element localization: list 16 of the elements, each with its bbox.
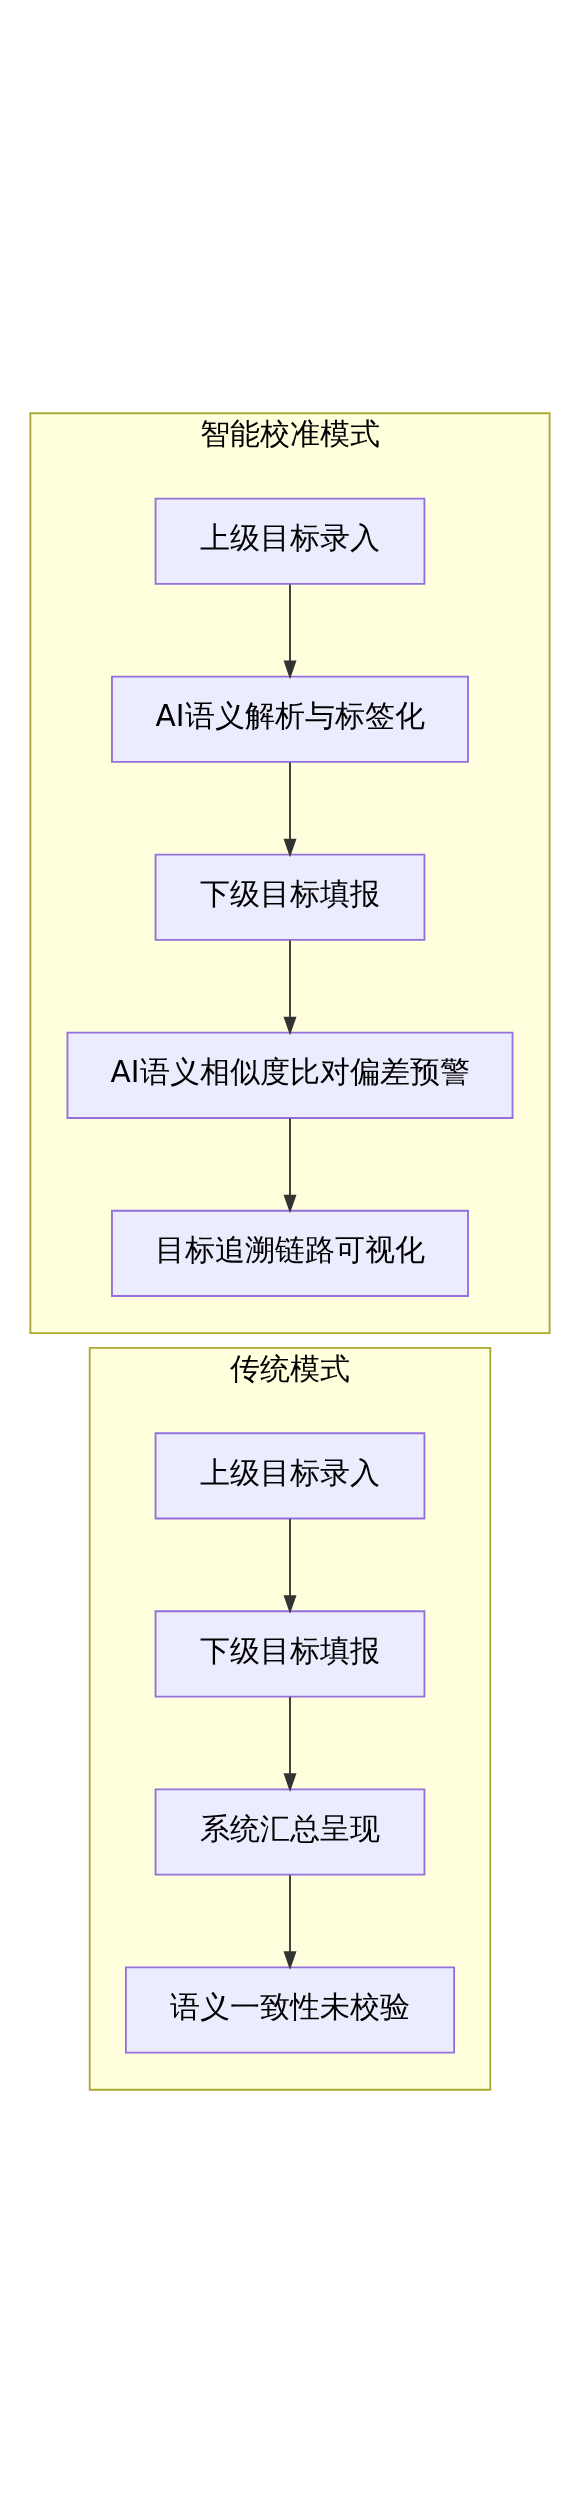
node-box: 系统汇总呈现 xyxy=(154,1787,426,1876)
node-box: 下级目标填报 xyxy=(154,853,426,941)
arrow xyxy=(283,582,297,679)
arrow xyxy=(283,939,297,1035)
node-box: AI语义相似度比对偏差预警 xyxy=(66,1031,514,1119)
node-box: 上级目标录入 xyxy=(154,1431,426,1519)
node-box: 下级目标填报 xyxy=(154,1609,426,1697)
arrow xyxy=(283,1873,297,1970)
node-box: 上级目标录入 xyxy=(154,497,426,585)
arrow xyxy=(283,1517,297,1614)
node-box: 语义一致性未校验 xyxy=(124,1965,456,2054)
node-box: 目标追溯链路可视化 xyxy=(111,1209,469,1297)
arrow xyxy=(283,1117,297,1213)
arrow xyxy=(283,1695,297,1792)
node-box: AI语义解析与标签化 xyxy=(111,675,469,763)
arrow xyxy=(283,761,297,857)
